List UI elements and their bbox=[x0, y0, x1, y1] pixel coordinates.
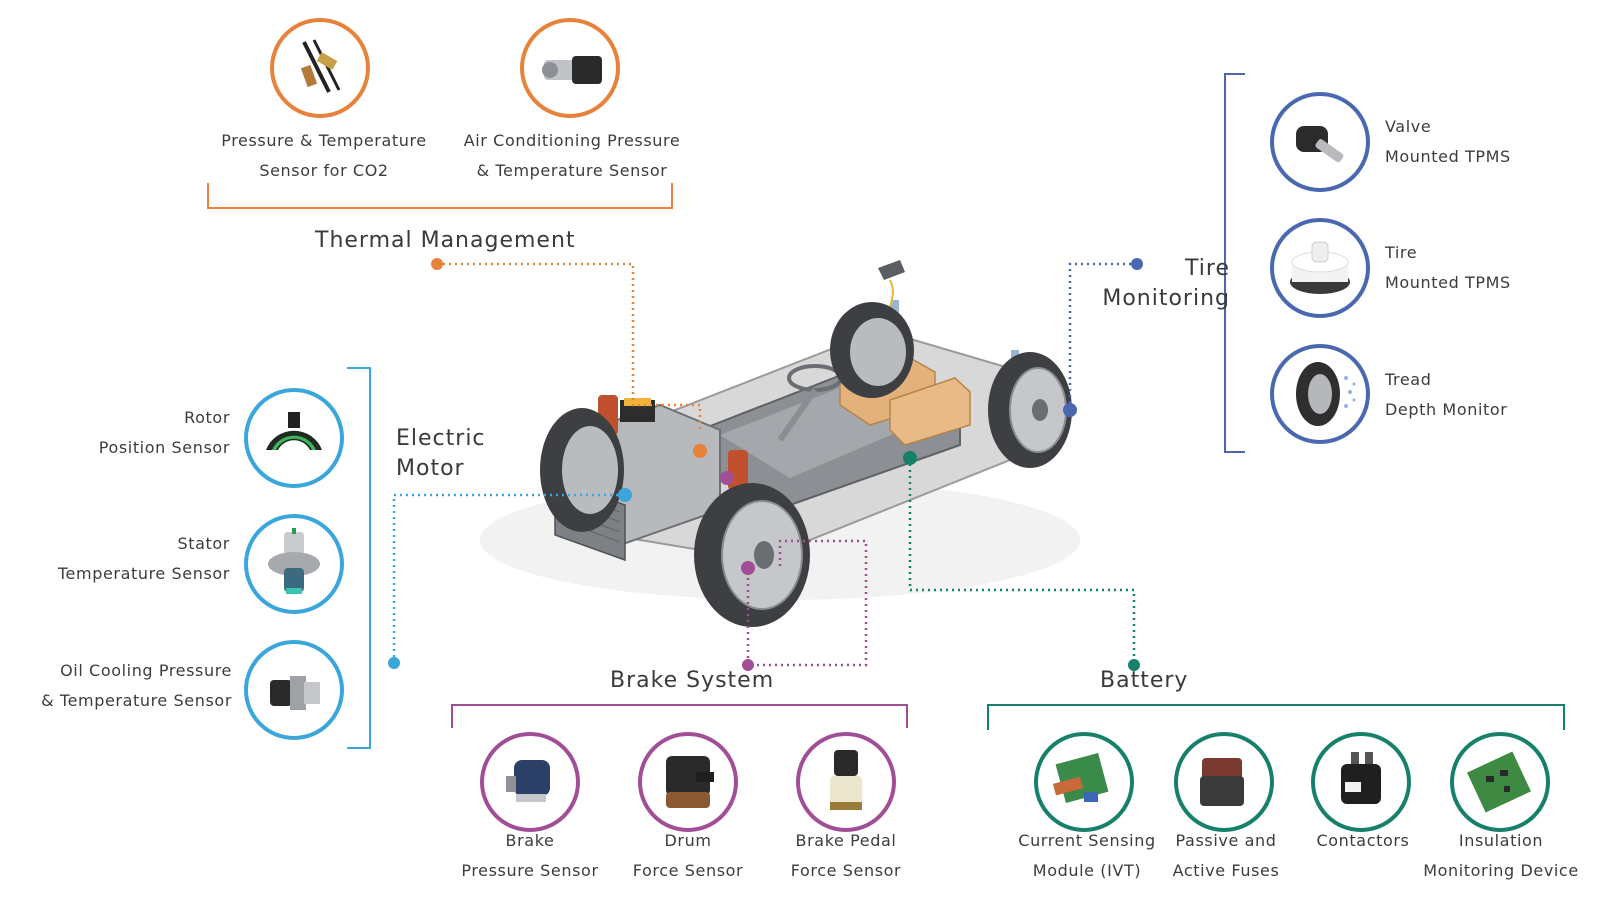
motor-item-label: Oil Cooling Pressure& Temperature Sensor bbox=[41, 661, 232, 710]
rear-right-wheel bbox=[988, 352, 1072, 468]
rotor-sensor-icon[interactable] bbox=[244, 388, 344, 488]
battery-item-label: Contactors bbox=[1316, 831, 1410, 850]
ac-sensor-icon[interactable] bbox=[520, 18, 620, 118]
contactor-icon[interactable] bbox=[1311, 732, 1411, 832]
drum-force-icon[interactable] bbox=[638, 732, 738, 832]
tire-connector bbox=[1063, 73, 1245, 453]
brake-pressure-icon[interactable] bbox=[480, 732, 580, 832]
pedal-force-icon[interactable] bbox=[796, 732, 896, 832]
tire-tpms-icon[interactable] bbox=[1270, 218, 1370, 318]
brake-connector bbox=[451, 471, 908, 728]
fuse-icon[interactable] bbox=[1174, 732, 1274, 832]
front-left-wheel bbox=[540, 408, 624, 532]
battery-title: Battery bbox=[1100, 668, 1189, 693]
co2-sensor-icon[interactable] bbox=[270, 18, 370, 118]
insulation-device-icon[interactable] bbox=[1450, 732, 1550, 832]
ivt-module-icon[interactable] bbox=[1034, 732, 1134, 832]
tread-monitor-icon[interactable] bbox=[1270, 344, 1370, 444]
valve-tpms-icon[interactable] bbox=[1270, 92, 1370, 192]
battery-connector bbox=[903, 451, 1565, 730]
thermal-connector bbox=[207, 183, 707, 458]
ev-chassis-illustration bbox=[480, 260, 1080, 627]
stator-sensor-icon[interactable] bbox=[244, 514, 344, 614]
brake-title: Brake System bbox=[610, 668, 775, 693]
thermal-title: Thermal Management bbox=[315, 228, 576, 253]
motor-connector bbox=[347, 367, 632, 749]
oil-sensor-icon[interactable] bbox=[244, 640, 344, 740]
front-right-wheel bbox=[694, 483, 810, 627]
rear-left-wheel bbox=[830, 302, 914, 398]
thermal-item-label: Air Conditioning Pressure& Temperature S… bbox=[463, 131, 681, 180]
